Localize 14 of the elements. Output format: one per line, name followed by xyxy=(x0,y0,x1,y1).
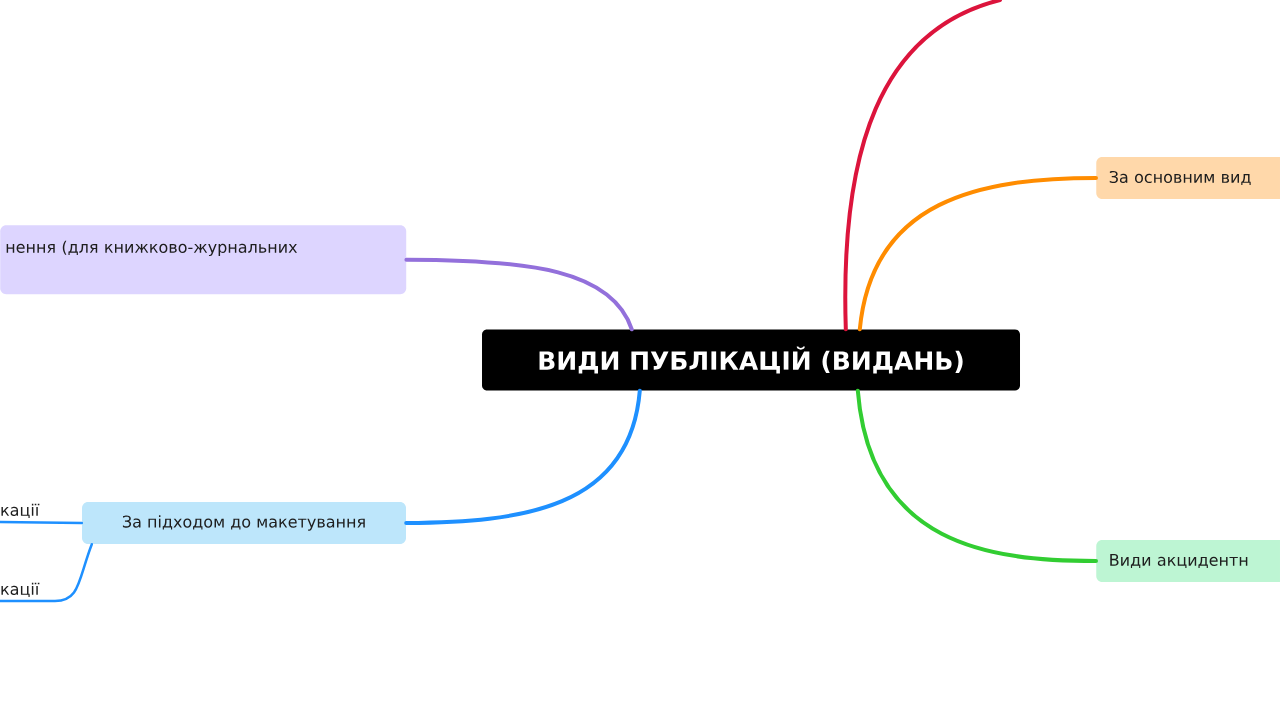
topic-box: За підходом до макетування xyxy=(82,502,406,544)
subtopic-label: кації xyxy=(1,503,40,518)
subtopic-label: кації xyxy=(1,582,40,597)
connector-line xyxy=(857,176,1098,332)
connector-line xyxy=(404,388,642,525)
central-topic-box: ВИДИ ПУБЛІКАЦІЙ (ВИДАНЬ) xyxy=(482,329,1020,391)
connector-line xyxy=(855,388,1098,563)
topic-box: нення (для книжково-журнальних xyxy=(0,225,407,295)
connector-line xyxy=(0,542,94,603)
connector-line xyxy=(843,0,1002,332)
connector-line xyxy=(404,257,634,332)
topic-box: За основним вид xyxy=(1096,157,1280,199)
topic-box: Види акцидентн xyxy=(1096,540,1280,582)
connector-line xyxy=(0,520,84,525)
